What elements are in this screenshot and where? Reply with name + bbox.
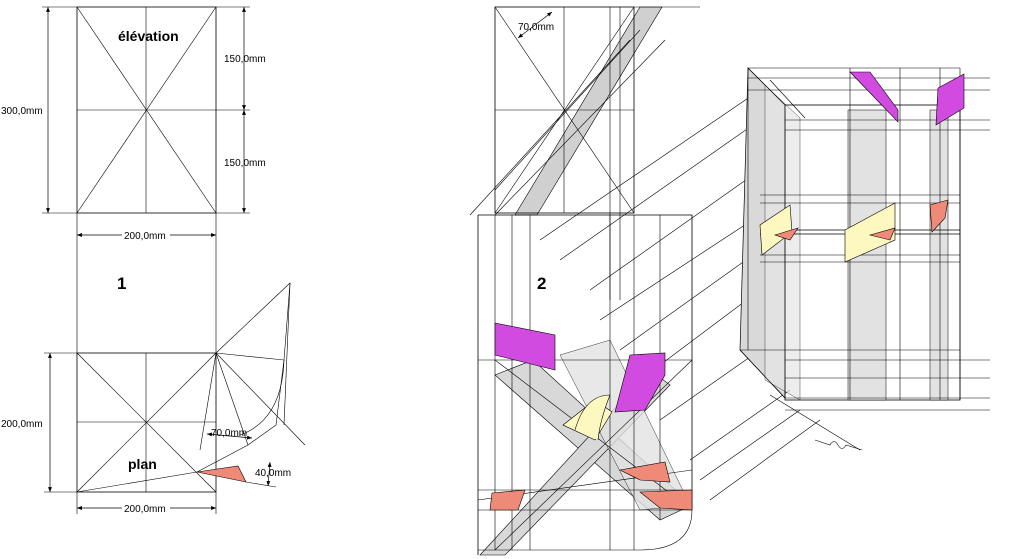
dim-height-top: 150,0mm	[224, 54, 266, 65]
section-salmon-1	[196, 465, 247, 483]
elevation-label: élévation	[118, 28, 179, 44]
elevation-view-2	[494, 6, 700, 300]
break-symbol	[814, 439, 863, 451]
dim-offset-c: 70,0mm	[518, 22, 554, 33]
section-magenta-3	[849, 71, 899, 123]
dim-width-bottom: 200,0mm	[124, 504, 166, 515]
plan-label: plan	[128, 456, 157, 472]
section-magenta-4	[935, 73, 965, 126]
section-cream-3	[844, 202, 896, 263]
auxiliary-rotated-view	[196, 282, 306, 483]
plan-view	[76, 352, 217, 493]
dim-plan-depth: 200,0mm	[1, 419, 43, 430]
dim-offset-a: 70,0mm	[211, 428, 247, 439]
figure-1-number: 1	[117, 274, 126, 293]
figure-2: 2 70,0mm	[469, 6, 821, 556]
section-salmon-4	[639, 489, 693, 511]
construction-lines-upper	[469, 29, 821, 501]
section-curve	[574, 394, 611, 441]
dim-height-total: 300,0mm	[1, 106, 43, 117]
figure-3-isometric-box	[739, 67, 990, 451]
section-salmon-7	[868, 227, 896, 241]
section-salmon-2	[489, 489, 526, 511]
figure-1: élévation 1 plan	[1, 6, 306, 515]
section-magenta-2	[614, 352, 666, 413]
dimensions-figure-1: 300,0mm 150,0mm 150,0mm 200,0mm 200,0mm …	[1, 6, 291, 515]
grey-band-1	[514, 6, 663, 216]
section-salmon-6	[774, 227, 799, 241]
dim-height-bottom: 150,0mm	[224, 158, 266, 169]
dim-offset-b: 40,0mm	[255, 468, 291, 479]
section-magenta-1	[494, 322, 556, 371]
section-salmon-3	[619, 461, 671, 483]
dim-width-mid: 200,0mm	[124, 231, 166, 242]
figure-2-number: 2	[537, 274, 546, 293]
section-salmon-5	[929, 199, 949, 233]
plan-view-2	[477, 214, 693, 555]
dim-offset-c-line	[517, 11, 553, 39]
elevation-view	[76, 6, 217, 214]
